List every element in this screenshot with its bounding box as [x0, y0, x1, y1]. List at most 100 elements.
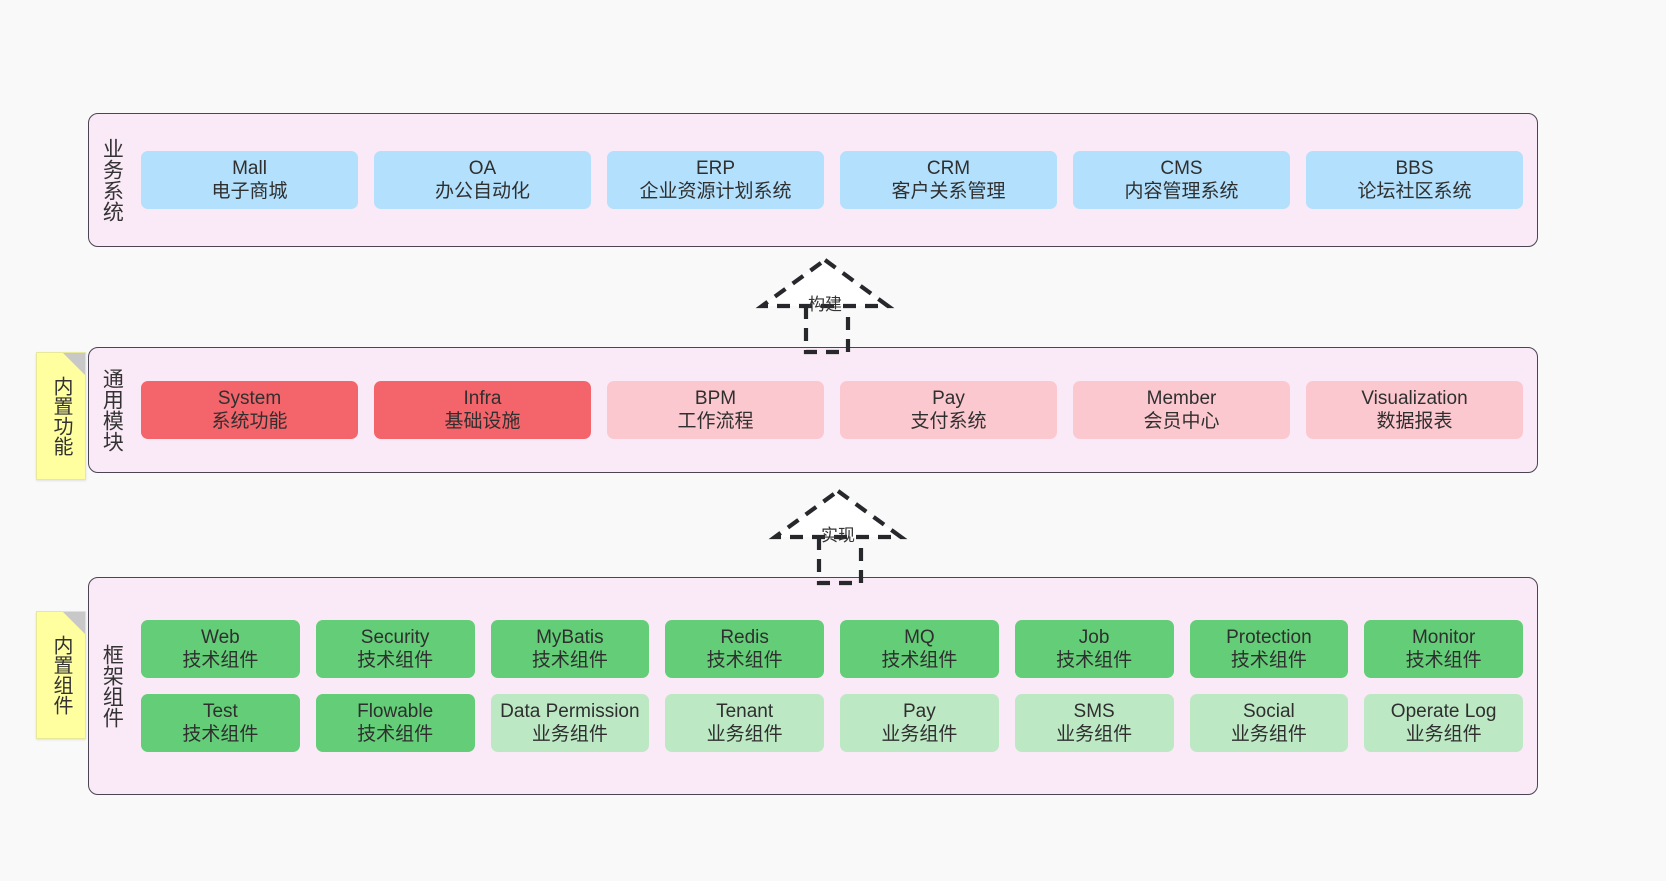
layer-body-framework-component: Web 技术组件 Security 技术组件 MyBatis 技术组件 Redi…	[133, 578, 1537, 794]
node-title: MyBatis	[536, 626, 604, 648]
node-desc: 技术组件	[1056, 649, 1133, 671]
connector-build-arrow	[755, 257, 895, 355]
node-redis[interactable]: Redis 技术组件	[665, 619, 824, 678]
node-desc: 数据报表	[1376, 411, 1453, 432]
node-desc: 技术组件	[182, 649, 259, 671]
node-title: Job	[1078, 626, 1110, 648]
node-bpm[interactable]: BPM 工作流程	[607, 380, 824, 440]
node-desc: 业务组件	[881, 724, 958, 746]
node-system[interactable]: System 系统功能	[141, 380, 358, 440]
node-bbs[interactable]: BBS 论坛社区系统	[1306, 150, 1523, 210]
folded-corner-icon	[63, 353, 85, 375]
node-title: Infra	[463, 387, 502, 409]
node-title: Flowable	[357, 701, 434, 722]
node-oa[interactable]: OA 办公自动化	[374, 150, 591, 210]
arrowhead-triangle	[755, 257, 895, 309]
node-title: Pay	[903, 701, 936, 722]
node-data-permission[interactable]: Data Permission 业务组件	[490, 694, 650, 753]
node-desc: 系统功能	[211, 411, 288, 432]
node-pay-module[interactable]: Pay 支付系统	[840, 380, 1057, 440]
node-title: Data Permission	[500, 701, 640, 722]
node-operate-log[interactable]: Operate Log 业务组件	[1364, 694, 1523, 753]
node-desc: 客户关系管理	[891, 181, 1006, 202]
node-crm[interactable]: CRM 客户关系管理	[840, 150, 1057, 210]
folded-corner-icon	[63, 612, 85, 634]
layer-title-business-system: 业务系统	[100, 138, 124, 222]
node-title: Test	[202, 701, 238, 722]
node-sms[interactable]: SMS 业务组件	[1014, 694, 1174, 753]
node-flowable[interactable]: Flowable 技术组件	[315, 694, 475, 753]
node-security[interactable]: Security 技术组件	[315, 619, 475, 678]
node-protection[interactable]: Protection 技术组件	[1189, 619, 1349, 678]
node-desc: 内容管理系统	[1124, 181, 1239, 202]
node-title: MQ	[904, 626, 935, 648]
node-desc: 技术组件	[881, 649, 958, 671]
node-desc: 电子商城	[211, 181, 288, 202]
node-social[interactable]: Social 业务组件	[1189, 694, 1349, 753]
node-desc: 技术组件	[531, 649, 608, 671]
node-title: Redis	[720, 626, 769, 648]
node-title: ERP	[695, 157, 736, 179]
node-monitor[interactable]: Monitor 技术组件	[1364, 619, 1523, 678]
node-tenant[interactable]: Tenant 业务组件	[665, 694, 824, 753]
node-desc: 业务组件	[531, 724, 608, 746]
node-desc: 企业资源计划系统	[639, 181, 792, 202]
node-member[interactable]: Member 会员中心	[1073, 380, 1290, 440]
connector-shaft	[816, 537, 864, 586]
connector-build: 构建	[755, 256, 910, 355]
connector-build-label: 构建	[808, 295, 842, 314]
connector-implement: 实现	[768, 487, 923, 586]
node-mq[interactable]: MQ 技术组件	[840, 619, 999, 678]
node-erp[interactable]: ERP 企业资源计划系统	[607, 150, 824, 210]
layer-title-framework-component: 框架组件	[100, 644, 124, 728]
node-title: Security	[360, 626, 430, 648]
connector-implement-label: 实现	[821, 526, 855, 545]
node-test[interactable]: Test 技术组件	[141, 694, 300, 753]
sticky-note-label: 内置功能	[50, 376, 72, 456]
node-mall[interactable]: Mall 电子商城	[141, 150, 358, 210]
node-pay-component[interactable]: Pay 业务组件	[840, 694, 999, 753]
sticky-note-builtin-function: 内置功能	[36, 352, 86, 480]
arrowhead-triangle	[768, 488, 908, 540]
connector-implement-arrow	[768, 488, 908, 586]
row-business: Test 技术组件 Flowable 技术组件 Data Permission …	[141, 694, 1523, 753]
node-title: Web	[201, 626, 240, 648]
node-title: SMS	[1073, 701, 1115, 722]
node-mybatis[interactable]: MyBatis 技术组件	[490, 619, 650, 678]
node-desc: 技术组件	[1230, 649, 1307, 671]
node-title: OA	[468, 157, 497, 179]
layer-common-module: 通用模块 System 系统功能 Infra 基础设施 BPM 工作流程 Pay…	[88, 347, 1538, 473]
node-desc: 技术组件	[357, 649, 434, 671]
node-cms[interactable]: CMS 内容管理系统	[1073, 150, 1290, 210]
node-title: BBS	[1395, 157, 1434, 179]
row: System 系统功能 Infra 基础设施 BPM 工作流程 Pay 支付系统…	[141, 380, 1523, 440]
sticky-note-label: 内置组件	[50, 635, 72, 715]
node-title: Visualization	[1361, 387, 1468, 409]
row-technical: Web 技术组件 Security 技术组件 MyBatis 技术组件 Redi…	[141, 619, 1523, 678]
node-title: Mall	[232, 157, 267, 179]
node-job[interactable]: Job 技术组件	[1014, 619, 1174, 678]
node-desc: 技术组件	[357, 724, 434, 746]
node-desc: 业务组件	[1230, 724, 1307, 746]
layer-body-common-module: System 系统功能 Infra 基础设施 BPM 工作流程 Pay 支付系统…	[133, 348, 1537, 472]
node-title: CMS	[1160, 157, 1203, 179]
layer-title-common-module: 通用模块	[100, 368, 124, 452]
node-title: Pay	[932, 387, 965, 409]
node-desc: 业务组件	[1056, 724, 1133, 746]
node-infra[interactable]: Infra 基础设施	[374, 380, 591, 440]
node-desc: 会员中心	[1143, 411, 1220, 432]
node-desc: 技术组件	[706, 649, 783, 671]
connector-shaft	[803, 306, 851, 355]
node-title: Member	[1146, 387, 1217, 409]
node-desc: 技术组件	[1405, 649, 1482, 671]
node-desc: 业务组件	[706, 724, 783, 746]
node-title: Monitor	[1411, 626, 1476, 648]
node-title: Tenant	[716, 701, 774, 722]
node-web[interactable]: Web 技术组件	[141, 619, 300, 678]
node-desc: 技术组件	[182, 724, 259, 746]
node-visualization[interactable]: Visualization 数据报表	[1306, 380, 1523, 440]
sticky-note-builtin-component: 内置组件	[36, 611, 86, 739]
node-title: CRM	[926, 157, 971, 179]
node-title: BPM	[694, 387, 737, 409]
